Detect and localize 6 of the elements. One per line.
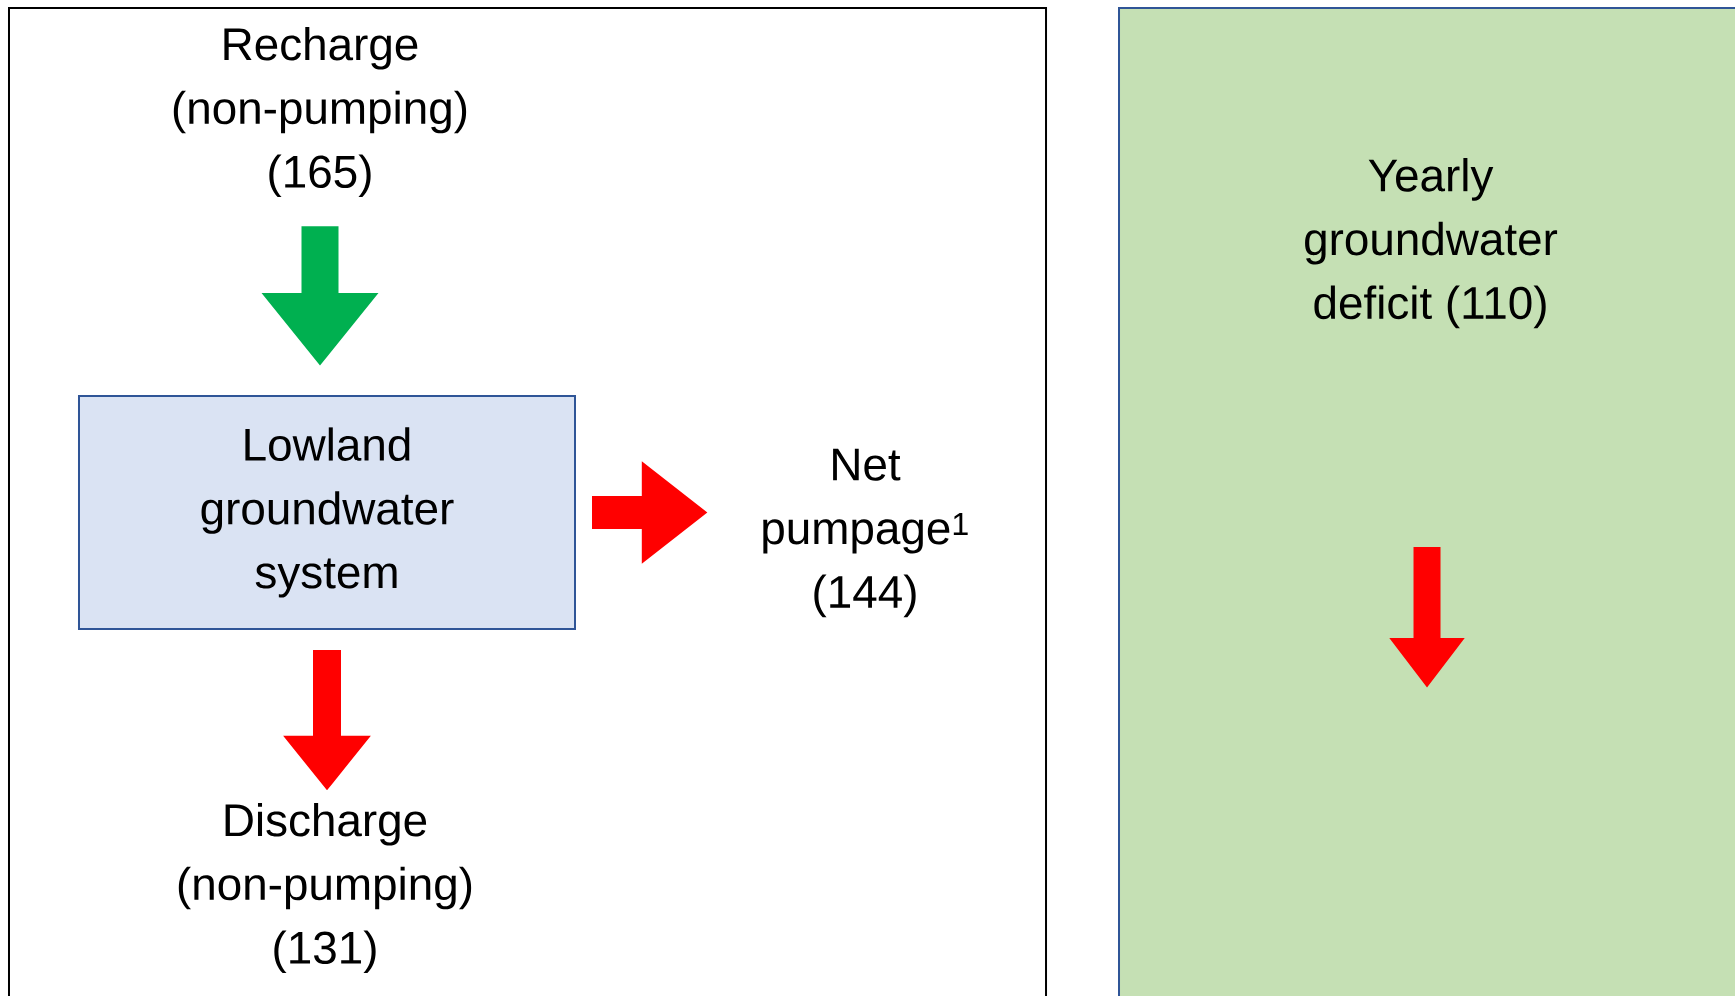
panel-frame (8, 7, 1047, 996)
deficit-panel: Yearly groundwater deficit (110) (1118, 7, 1735, 996)
text-label: Net pumpage$^{1}$ (144) (763, 448, 968, 618)
text-label: Recharge (non-pumping) (165) (173, 26, 467, 198)
text-label: Discharge (non-pumping) (131) (178, 802, 472, 974)
process-box: Lowland groundwater system (78, 395, 576, 630)
